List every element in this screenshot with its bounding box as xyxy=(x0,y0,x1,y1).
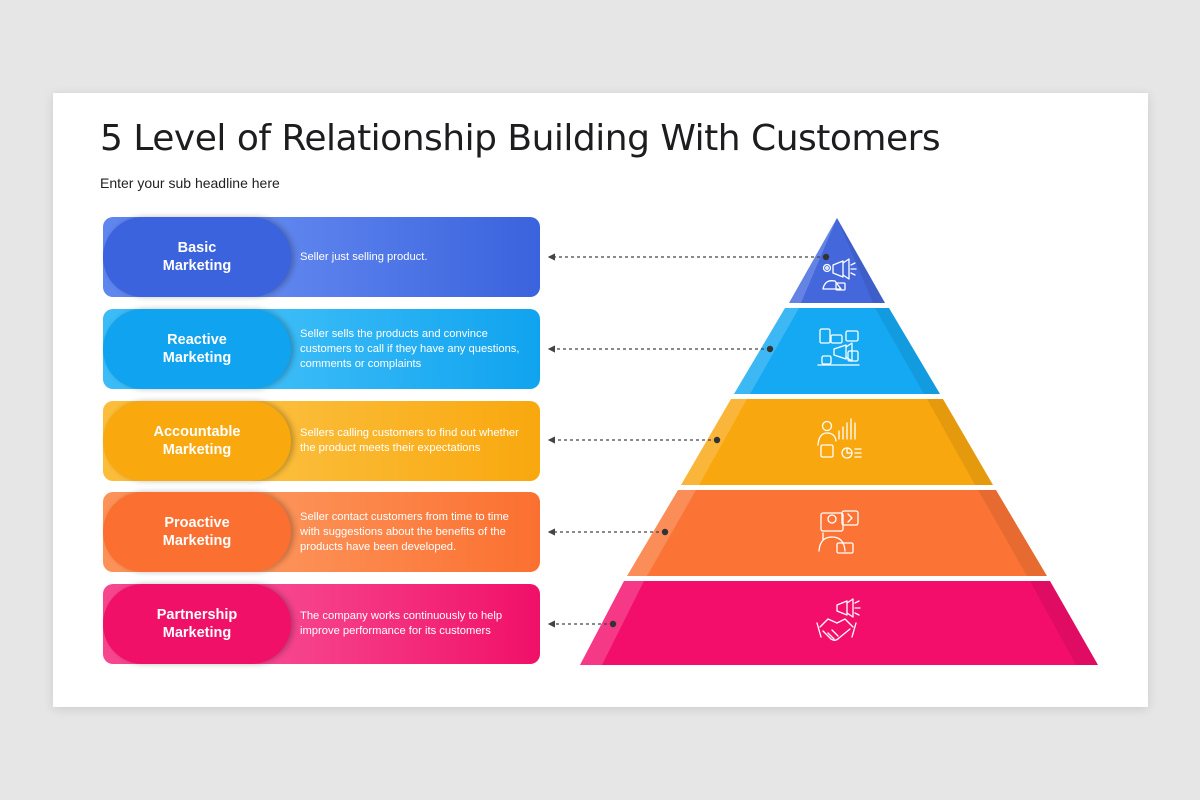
level-name-line1: Partnership xyxy=(156,607,238,623)
pyramid-tier-proactive xyxy=(627,490,1047,576)
connector-reactive xyxy=(547,345,774,353)
level-description: Sellers calling customers to find out wh… xyxy=(300,427,519,454)
level-description: Seller sells the products and convince c… xyxy=(300,327,520,370)
slide: 5 Level of Relationship Building With Cu… xyxy=(53,93,1148,707)
pyramid-tier-basic xyxy=(789,218,885,303)
level-description: Seller just selling product. xyxy=(300,250,428,263)
level-name-line1: Proactive xyxy=(164,515,230,531)
level-name-line1: Reactive xyxy=(167,332,227,348)
connector-accountable xyxy=(547,436,721,444)
level-name-line2: Marketing xyxy=(162,258,232,274)
level-name-line2: Marketing xyxy=(162,533,232,549)
level-name-line1: Basic xyxy=(177,240,217,256)
level-name-line2: Marketing xyxy=(162,625,232,641)
level-name-line1: Accountable xyxy=(153,424,241,440)
megaphone-gear-icon xyxy=(822,258,857,291)
slide-title: 5 Level of Relationship Building With Cu… xyxy=(100,118,941,159)
support-agent-icon xyxy=(818,510,859,554)
pyramid-diagram xyxy=(547,218,1098,665)
handshake-megaphone-icon xyxy=(816,598,861,641)
slide-subtitle: Enter your sub headline here xyxy=(100,175,280,191)
level-description: Seller contact customers from time to ti… xyxy=(300,510,509,553)
connector-partnership xyxy=(547,620,617,628)
connector-basic xyxy=(547,253,830,261)
social-media-megaphone-icon xyxy=(817,328,860,366)
level-name-line2: Marketing xyxy=(162,350,232,366)
analytics-person-icon xyxy=(817,418,862,459)
connector-proactive xyxy=(547,528,669,536)
pyramid-tier-partnership xyxy=(580,581,1098,665)
level-name-line2: Marketing xyxy=(162,442,232,458)
pyramid-tier-accountable xyxy=(681,399,993,485)
level-description: The company works continuously to help i… xyxy=(300,610,503,637)
pyramid-tier-reactive xyxy=(734,308,940,394)
